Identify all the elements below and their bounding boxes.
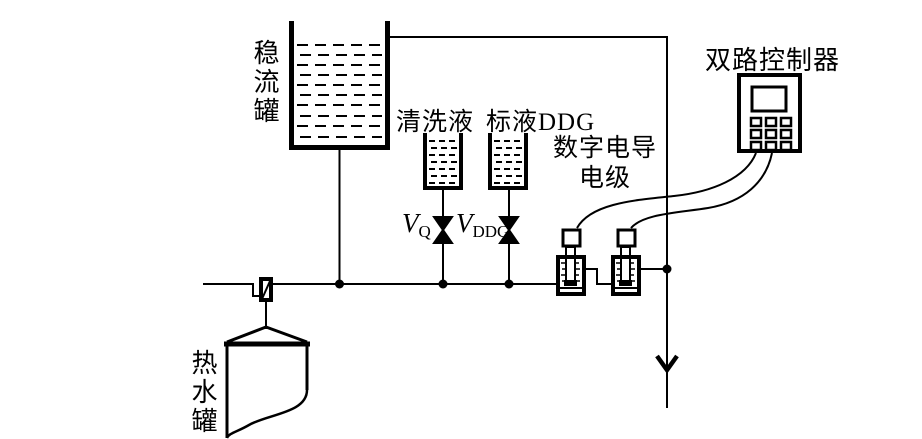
cleaning-liquid-level bbox=[429, 140, 458, 184]
cell-2-probe bbox=[620, 246, 631, 284]
controller-keypad bbox=[749, 116, 793, 152]
steady-flow-tank-liquid bbox=[297, 44, 382, 138]
valve-q-label: VQ bbox=[402, 208, 431, 242]
overflow-drain-pipe bbox=[389, 36, 668, 408]
dual-controller-label: 双路控制器 bbox=[705, 46, 841, 75]
cell-1-probe bbox=[565, 246, 576, 284]
controller-screen bbox=[750, 85, 788, 113]
cell-1-connector bbox=[561, 228, 582, 248]
cell-2-connector bbox=[616, 228, 637, 248]
sampling-flow-element bbox=[259, 277, 273, 329]
dual-controller bbox=[737, 73, 802, 153]
standard-liquid-vessel bbox=[488, 133, 528, 284]
cell-2-probe-tip bbox=[619, 280, 632, 286]
signal-cables bbox=[576, 152, 773, 229]
hot-water-tank-label: 热水罐 bbox=[188, 349, 217, 436]
cleaning-liquid-label: 清洗液 bbox=[396, 109, 475, 136]
digital-electrode-label: 数字电导 电级 bbox=[549, 134, 661, 193]
cleaning-liquid-vessel bbox=[423, 133, 463, 284]
digital-electrode-label-line2: 电级 bbox=[578, 164, 631, 192]
hot-water-tank bbox=[224, 325, 310, 439]
valve-q-icon bbox=[432, 216, 454, 244]
cable-to-cell-1 bbox=[576, 152, 757, 229]
valve-ddg-symbol: V bbox=[456, 208, 473, 238]
steady-flow-tank bbox=[289, 21, 390, 150]
standard-liquid-level bbox=[494, 140, 523, 184]
valve-ddg-label: VDDG bbox=[456, 208, 509, 242]
flow-direction-arrow-icon bbox=[655, 354, 679, 374]
standard-liquid-label: 标液DDG bbox=[486, 109, 596, 136]
cell-1-probe-tip bbox=[564, 280, 577, 286]
valve-q-symbol: V bbox=[402, 208, 419, 238]
pipe-junction-dots bbox=[335, 264, 672, 289]
valve-q-subscript: Q bbox=[418, 222, 431, 241]
steady-flow-tank-label: 稳流罐 bbox=[250, 39, 279, 126]
cable-to-cell-2 bbox=[630, 152, 773, 229]
conductivity-cell-2 bbox=[611, 228, 641, 296]
valve-ddg-subscript: DDG bbox=[472, 222, 510, 241]
valve-ddg-icon bbox=[498, 216, 520, 244]
digital-electrode-label-line1: 数字电导 bbox=[552, 135, 657, 162]
conductivity-cell-1 bbox=[556, 228, 586, 296]
